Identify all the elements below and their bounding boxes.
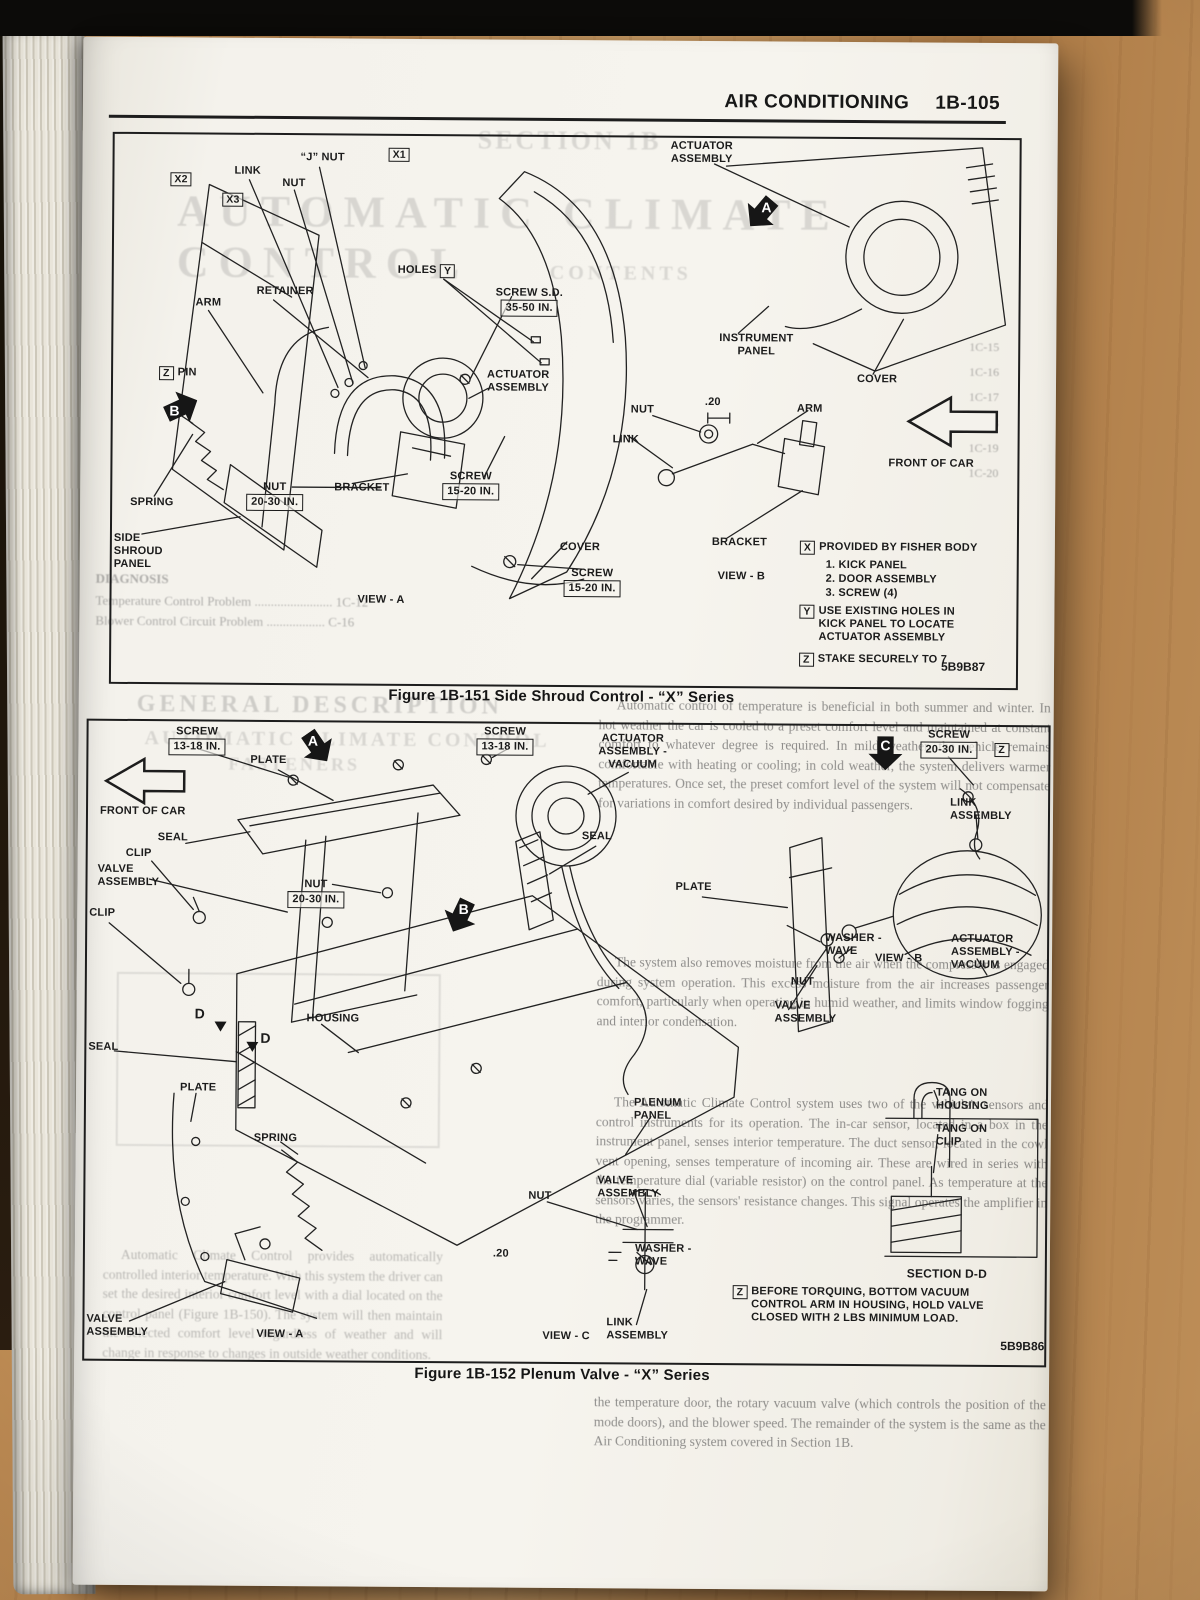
label-plate: PLATE [675, 880, 712, 894]
label-screw-sd: SCREW S.D.35-50 IN. [495, 286, 563, 317]
label-front-of-car: FRONT OF CAR [888, 457, 975, 470]
label-housing: HOUSING [306, 1012, 360, 1025]
label-instrument-panel: INSTRUMENT PANEL [719, 332, 794, 358]
page-header: AIR CONDITIONING 1B-105 [724, 91, 1000, 115]
label-washer-wave: WASHER - WAVE [634, 1242, 692, 1268]
label-valve-assembly: VALVE ASSEMBLY [774, 999, 837, 1025]
header-page-number: 1B-105 [935, 92, 1001, 115]
callout-x2: X2 [170, 172, 195, 187]
label-seal: SEAL [581, 830, 613, 843]
section-cut-arrow-icon [214, 1021, 227, 1032]
front-of-car-arrow-icon [906, 395, 999, 448]
label-plate: PLATE [250, 753, 287, 767]
label-dimension: .20 [492, 1247, 509, 1260]
label-link-assembly: LINK ASSEMBLY [606, 1316, 669, 1342]
label-tang-on-housing: TANG ON HOUSING [935, 1086, 989, 1112]
callout-x3: X3 [222, 192, 247, 208]
figure-code: 5B9B87 [940, 659, 986, 674]
label-nut: NUT [282, 177, 306, 190]
section-cut-d-label: D [260, 1029, 271, 1046]
view-b-label: VIEW - B [874, 952, 923, 965]
view-c-label: VIEW - C [542, 1329, 590, 1343]
label-washer-wave: WASHER - WAVE [825, 931, 882, 958]
label-spring: SPRING [130, 495, 174, 509]
label-j-nut: “J” NUT [300, 151, 345, 164]
view-a-label: VIEW - A [357, 593, 405, 606]
label-actuator-assembly: ACTUATOR ASSEMBLY [670, 139, 734, 166]
label-plenum-panel: PLENUM PANEL [633, 1096, 682, 1122]
label-actuator-assembly: ACTUATOR ASSEMBLY [487, 368, 550, 394]
label-actuator-assembly-vacuum: ACTUATOR ASSEMBLY - VACUUM [950, 932, 1020, 971]
label-actuator-assembly-vacuum: ACTUATOR ASSEMBLY - VACUUM [598, 732, 668, 771]
fig2-diagram [103, 748, 1042, 1326]
label-nut: NUT [790, 975, 815, 988]
table-edge-shadow-fade [1132, 0, 1162, 36]
label-valve-assembly: VALVE ASSEMBLY [597, 1174, 660, 1200]
label-seal: SEAL [88, 1040, 119, 1053]
label-cover: COVER [559, 540, 601, 554]
label-front-of-car: FRONT OF CAR [99, 804, 186, 818]
label-dimension: .20 [704, 395, 721, 409]
label-link-assembly: LINK ASSEMBLY [949, 796, 1012, 823]
label-nut: NUT [528, 1189, 552, 1202]
label-valve-assembly: VALVE ASSEMBLY [97, 862, 160, 889]
label-arm: ARM [195, 296, 222, 309]
legend-item: 3. SCREW (4) [825, 586, 898, 600]
label-side-shroud-panel: SIDE SHROUD PANEL [113, 531, 163, 571]
view-b-label: VIEW - B [717, 570, 766, 583]
label-bracket: BRACKET [334, 481, 390, 494]
callout-x1: X1 [388, 147, 414, 163]
label-spring: SPRING [253, 1131, 298, 1145]
label-link: LINK [234, 164, 261, 177]
section-cut-arrow-icon [246, 1041, 259, 1052]
label-retainer: RETAINER [256, 284, 314, 298]
label-nut: NUT [630, 403, 655, 416]
header-rule [108, 114, 1006, 125]
front-of-car-arrow-icon [103, 756, 186, 806]
label-holes: HOLES Y [398, 264, 459, 279]
figure-1b-151: X2 LINK NUT “J” NUT X1 X3 ACTUATOR ASSEM… [108, 131, 1022, 691]
label-arm: ARM [796, 402, 823, 415]
label-cover: COVER [857, 373, 898, 386]
label-clip: CLIP [125, 846, 152, 860]
label-link: LINK [612, 433, 640, 446]
view-a-label: VIEW - A [256, 1327, 304, 1341]
label-valve-assembly: VALVE ASSEMBLY [86, 1312, 149, 1339]
table-edge-shadow [0, 0, 1132, 36]
section-d-d-label: SECTION D-D [906, 1266, 988, 1281]
label-tang-on-clip: TANG ON CLIP [935, 1122, 988, 1148]
callout-z: Z [994, 742, 1013, 758]
header-title: AIR CONDITIONING [724, 91, 910, 114]
legend-item: 1. KICK PANEL [825, 558, 908, 572]
fig1-diagram [141, 147, 1007, 600]
figure-code: 5B9B86 [1000, 1339, 1045, 1354]
section-cut-d-label: D [194, 1005, 205, 1022]
label-clip: CLIP [89, 906, 116, 919]
legend-item: 2. DOOR ASSEMBLY [825, 572, 937, 586]
label-bracket: BRACKET [711, 536, 768, 549]
label-plate: PLATE [180, 1081, 217, 1094]
paragraph: the temperature door, the rotary vacuum … [593, 1394, 1046, 1451]
label-seal: SEAL [157, 831, 189, 844]
